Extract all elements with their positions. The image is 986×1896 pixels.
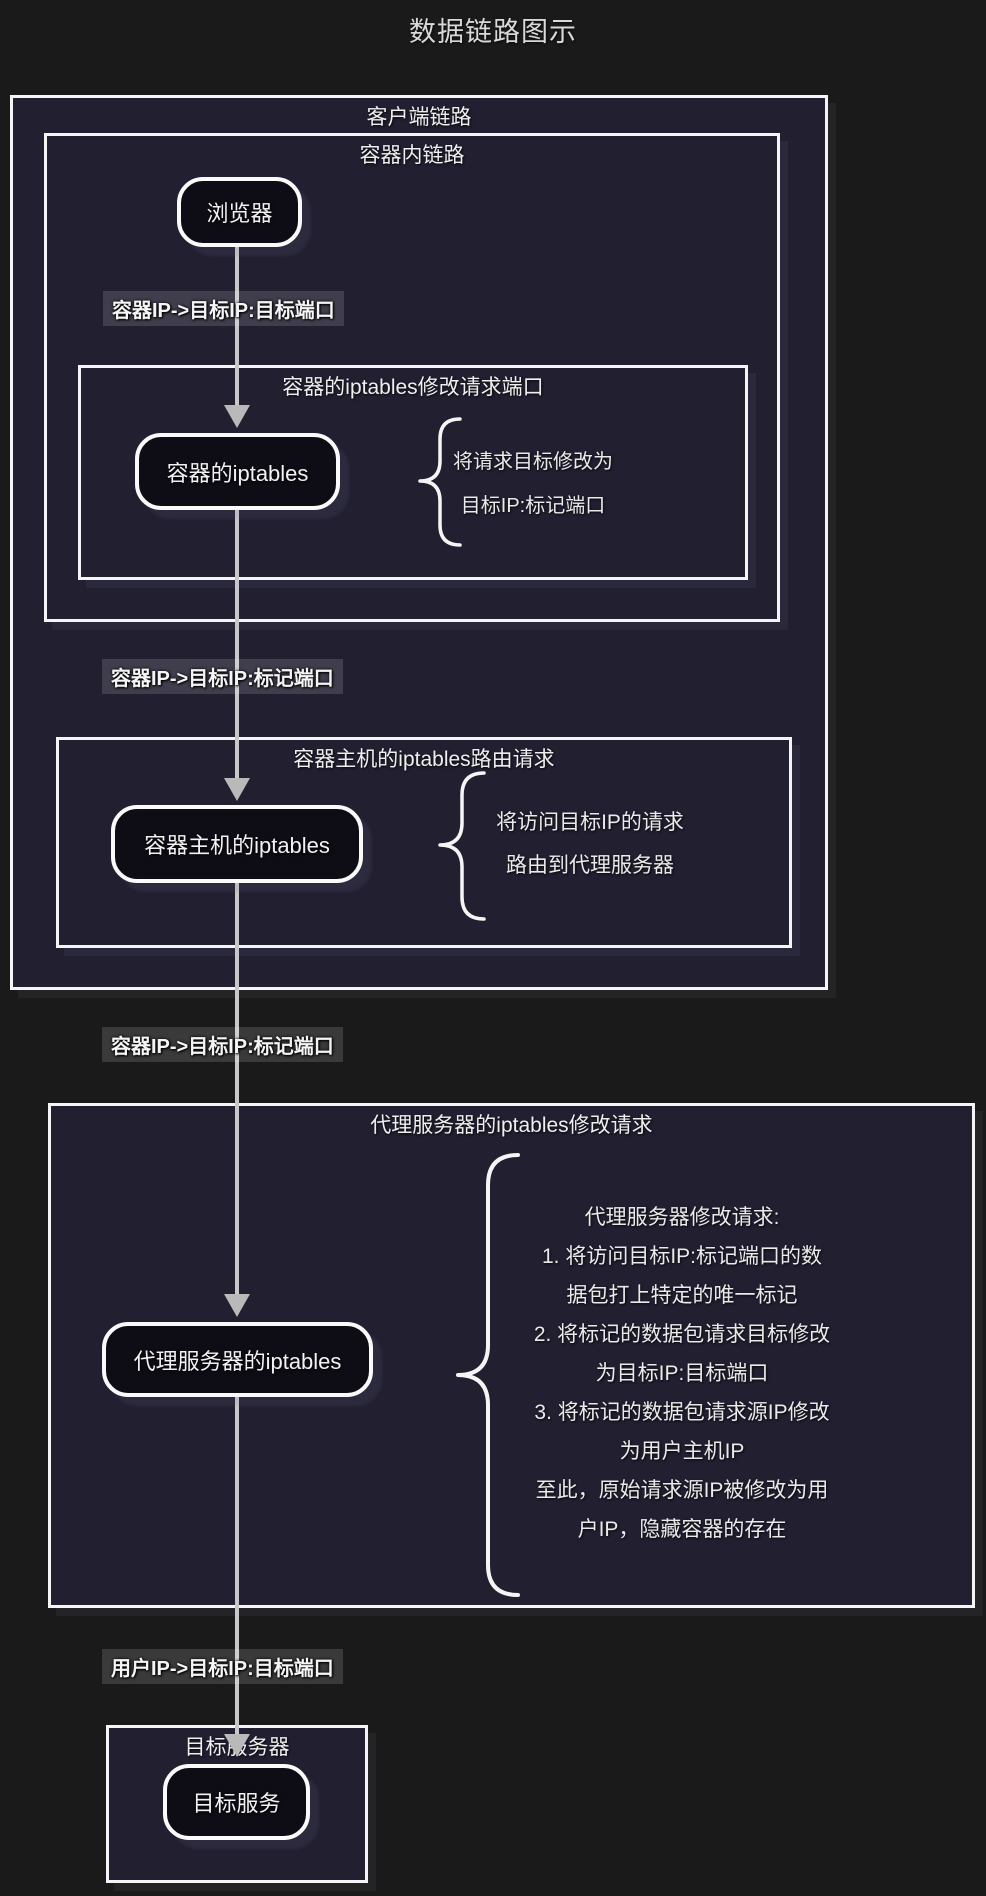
- arrow-down-icon: [224, 405, 250, 428]
- node-container-iptables: 容器的iptables: [135, 433, 340, 510]
- page-title: 数据链路图示: [409, 17, 577, 47]
- group-container-iptables-label: 容器的iptables修改请求端口: [282, 376, 544, 399]
- edge-host-iptables-to-proxy-iptables: [235, 883, 239, 1296]
- annotation-container-iptables: 将请求目标修改为 目标IP:标记端口: [453, 451, 613, 517]
- group-host-iptables-label: 容器主机的iptables路由请求: [293, 748, 555, 771]
- group-host-iptables: 容器主机的iptables路由请求: [56, 737, 792, 948]
- brace-icon: [456, 1153, 520, 1597]
- group-proxy-iptables-label: 代理服务器的iptables修改请求: [370, 1114, 653, 1137]
- node-host-iptables: 容器主机的iptables: [111, 805, 363, 883]
- edge-label-container-to-marked-port-2: 容器IP->目标IP:标记端口: [102, 1027, 343, 1062]
- group-container-chain-label: 容器内链路: [359, 144, 465, 167]
- annotation-host-iptables: 将访问目标IP的请求 路由到代理服务器: [496, 811, 684, 877]
- edge-container-iptables-to-host-iptables: [235, 510, 239, 780]
- arrow-down-icon: [224, 778, 250, 801]
- brace-icon: [418, 417, 462, 547]
- edge-browser-to-container-iptables: [235, 247, 239, 407]
- edge-label-container-to-marked-port-1: 容器IP->目标IP:标记端口: [102, 659, 343, 694]
- edge-label-container-to-target-port: 容器IP->目标IP:目标端口: [103, 291, 344, 326]
- edge-proxy-iptables-to-target-service: [235, 1397, 239, 1736]
- annotation-proxy-iptables: 代理服务器修改请求: 1. 将访问目标IP:标记端口的数 据包打上特定的唯一标记…: [533, 1206, 831, 1541]
- brace-icon: [438, 771, 486, 921]
- arrow-down-icon: [224, 1734, 250, 1757]
- node-proxy-iptables: 代理服务器的iptables: [102, 1322, 373, 1397]
- group-client-chain-label: 客户端链路: [366, 106, 472, 129]
- edge-label-user-to-target-port: 用户IP->目标IP:目标端口: [102, 1649, 343, 1684]
- node-target-service: 目标服务: [163, 1764, 310, 1840]
- node-browser: 浏览器: [177, 177, 302, 247]
- arrow-down-icon: [224, 1294, 250, 1317]
